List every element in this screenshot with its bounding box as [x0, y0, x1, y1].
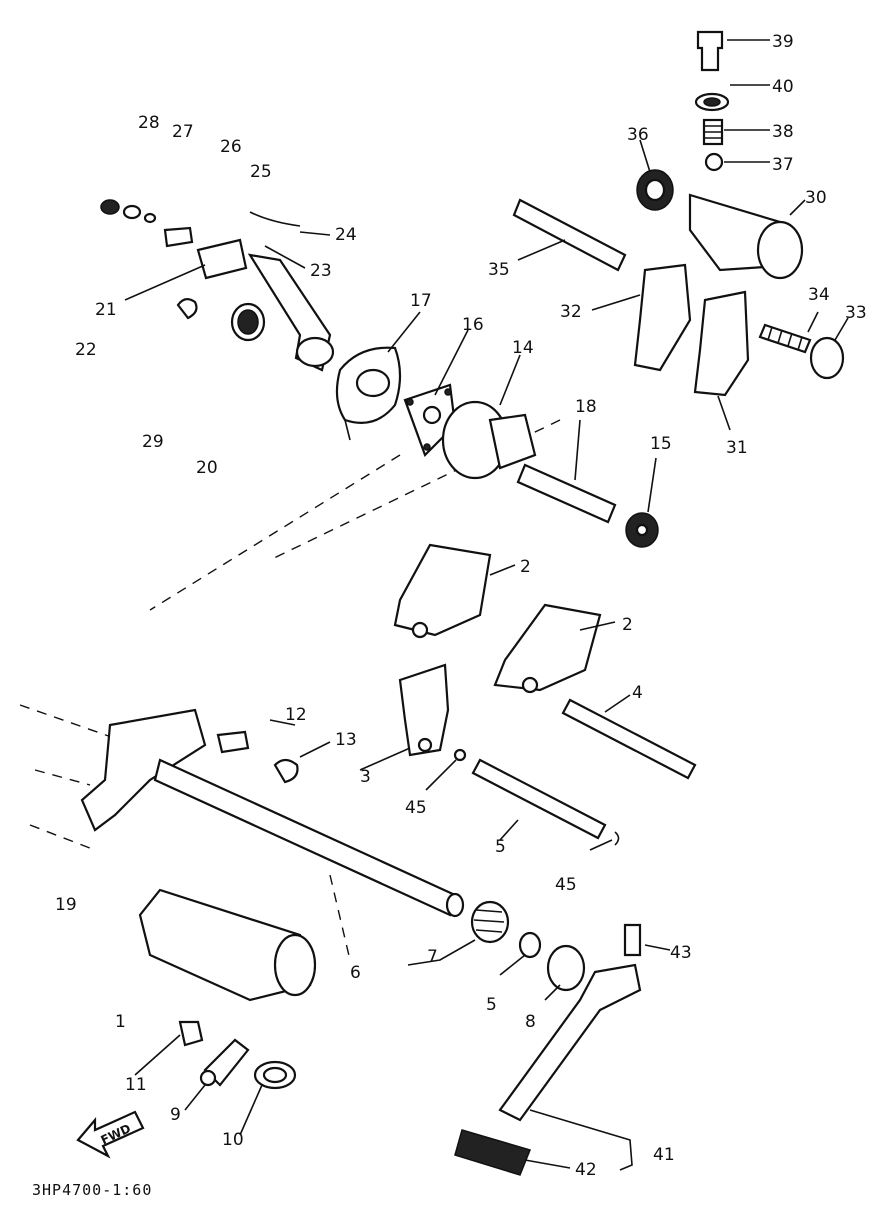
shift-fork-2-lower: [493, 603, 602, 694]
part-label-41: 40: [772, 77, 794, 97]
shift-fork-32: [693, 290, 750, 397]
part-label-14: 13: [335, 730, 357, 750]
part-label-13: 12: [285, 705, 307, 725]
part-label-23: 22: [75, 340, 97, 360]
label-leader-lines: [124, 39, 849, 1171]
part-label-5: 5: [495, 837, 506, 857]
washer-41: [694, 92, 730, 112]
part-label-36: 35: [488, 260, 510, 280]
part-label-8: 7: [427, 947, 438, 967]
fwd-arrow: FWD: [76, 1110, 145, 1159]
part-label-45-a: 45: [405, 798, 427, 818]
shift-lever-group: [176, 211, 335, 372]
part-label-9: 8: [525, 1012, 536, 1032]
shift-drum-31: [688, 193, 804, 280]
part-label-32: 31: [726, 438, 748, 458]
part-label-25: 24: [335, 225, 357, 245]
shift-drum-1: [138, 888, 317, 1002]
part-label-27: 26: [220, 137, 242, 157]
part-label-18: 17: [410, 291, 432, 311]
part-label-10: 9: [170, 1105, 181, 1125]
part-label-31: 30: [805, 188, 827, 208]
part-label-11: 10: [222, 1130, 244, 1150]
part-label-17: 16: [462, 315, 484, 335]
rubber-43: [454, 1129, 532, 1176]
shift-fork-3: [398, 663, 450, 757]
cap-34: [809, 336, 845, 380]
fork-shaft-5: [471, 758, 607, 840]
guide-shaft-19: [516, 463, 617, 524]
part-label-35: 34: [808, 285, 830, 305]
part-label-6: 5: [486, 995, 497, 1015]
part-label-16: 15: [650, 434, 672, 454]
part-label-33: 32: [560, 302, 582, 322]
shift-fork-2-upper: [393, 543, 492, 639]
part-label-38: 37: [772, 155, 794, 175]
part-label-1: 1: [115, 1012, 126, 1032]
part-label-45-b: 45: [555, 875, 577, 895]
bolt-12: [178, 1020, 204, 1047]
part-label-29: 28: [138, 113, 160, 133]
assembly-dashed-lines: [19, 419, 561, 961]
shift-cam-segment: [441, 400, 537, 480]
bearing-37: [636, 169, 674, 211]
part-labels: 39 40 38 37 36 30 35 32 34 33 31 17 16 1…: [55, 32, 867, 1180]
shift-shaft-20: [80, 708, 465, 918]
part-label-12: 11: [125, 1075, 147, 1095]
part-label-26: 25: [250, 162, 272, 182]
part-label-28: 27: [172, 122, 194, 142]
clips-45: [453, 748, 620, 846]
part-label-43: 42: [575, 1160, 597, 1180]
clip-14: [273, 758, 299, 784]
part-label-42: 41: [653, 1145, 675, 1165]
spring-39: [702, 118, 724, 146]
washer-16: [625, 512, 659, 548]
shift-pedal-42: [498, 963, 642, 1122]
part-label-44: 43: [670, 943, 692, 963]
part-label-2-lower: 2: [622, 615, 633, 635]
spring-35: [758, 323, 812, 354]
small-washers-group: [100, 199, 194, 248]
part-label-20: 19: [55, 895, 77, 915]
shift-cam-plate: [335, 346, 402, 441]
ball-38: [704, 152, 724, 172]
stopper-lever-10: [199, 1038, 250, 1087]
cover-9: [546, 944, 586, 992]
bolt-44: [623, 923, 642, 957]
part-label-3: 3: [360, 767, 371, 787]
part-label-15: 14: [512, 338, 534, 358]
part-label-37: 36: [627, 125, 649, 145]
part-label-24: 23: [310, 261, 332, 281]
fork-shaft-4: [561, 698, 697, 780]
part-label-2-upper: 2: [520, 557, 531, 577]
shift-fork-33: [633, 263, 692, 372]
washer-6: [518, 931, 542, 959]
bolt-40: [696, 30, 724, 72]
drawing-code: 3HP4700-1:60: [32, 1181, 152, 1199]
part-label-22: 21: [95, 300, 117, 320]
part-label-21: 20: [196, 458, 218, 478]
spring-11: [253, 1060, 297, 1090]
part-label-30: 29: [142, 432, 164, 452]
pin-13: [216, 730, 250, 754]
part-label-7: 6: [350, 963, 361, 983]
spring-8: [470, 900, 510, 944]
guide-shaft-36: [512, 198, 627, 272]
part-label-40: 39: [772, 32, 794, 52]
part-label-34: 33: [845, 303, 867, 323]
part-label-39: 38: [772, 122, 794, 142]
part-label-19: 18: [575, 397, 597, 417]
part-label-4: 4: [632, 683, 643, 703]
